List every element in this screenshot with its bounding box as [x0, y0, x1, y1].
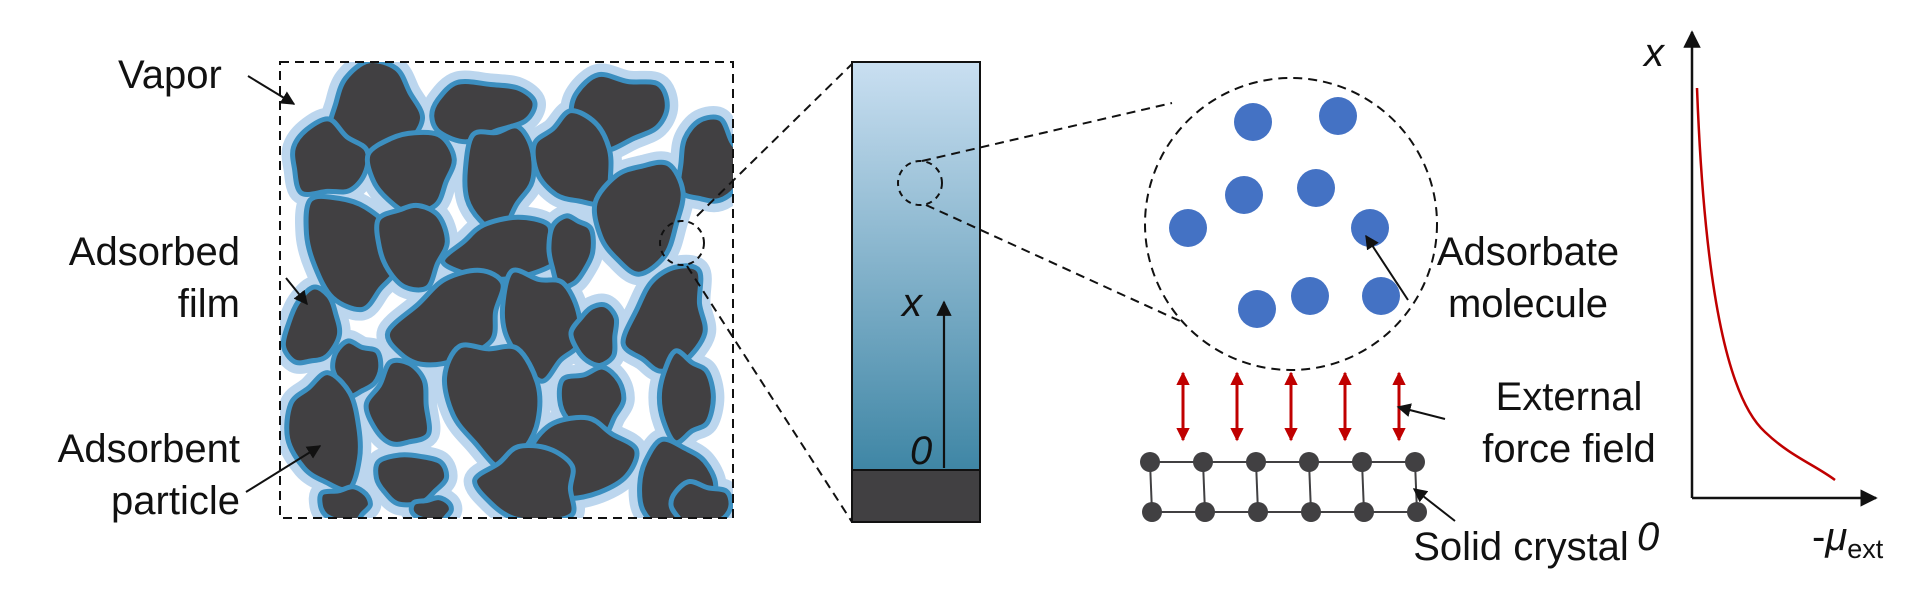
arrow-icon [247, 75, 296, 105]
porous-medium-frame [279, 61, 734, 519]
molecule-zoom-panel: Adsorbate molecule [1144, 77, 1619, 371]
label-vapor: Vapor [118, 53, 222, 97]
plot-x-label-prefix: - [1812, 515, 1825, 559]
adsorbent-particle [440, 214, 562, 282]
force-arrows-group [1176, 371, 1406, 442]
zoom-line [925, 204, 1181, 322]
lattice-node-icon [1195, 502, 1215, 522]
plot-origin-label: 0 [1637, 515, 1659, 559]
label-external-force-line1: External [1496, 375, 1643, 419]
column-axis-x-label: x [900, 281, 924, 325]
adsorbent-particle [317, 484, 373, 518]
molecule-zoom-circle [1144, 77, 1438, 371]
zoom-circle-column [897, 160, 943, 206]
label-adsorbate-molecule-line2: molecule [1448, 282, 1608, 326]
molecule-icon [1225, 176, 1263, 214]
adsorbent-particle [290, 116, 371, 197]
molecule-icon [1362, 277, 1400, 315]
plot-x-label-subscript: ext [1847, 534, 1884, 564]
zoom-line [696, 63, 853, 217]
adsorbent-particle [668, 478, 733, 518]
column-axis-origin-label: 0 [910, 429, 932, 473]
adsorbent-particle [364, 129, 457, 216]
lattice-node-icon [1354, 502, 1374, 522]
molecules-group [1169, 97, 1400, 328]
lattice-node-icon [1246, 452, 1266, 472]
lattice-node-icon [1405, 452, 1425, 472]
particle-packing [280, 62, 733, 518]
plot-curve [1695, 87, 1836, 482]
porous-medium-panel [279, 61, 734, 519]
adsorbent-particle [676, 114, 733, 204]
adsorbent-particle [472, 442, 577, 518]
molecule-icon [1291, 277, 1329, 315]
adsorbent-particle [441, 342, 543, 472]
label-adsorbate-molecule-line1: Adsorbate [1437, 230, 1619, 274]
label-adsorbent-particle-line1: Adsorbent [58, 427, 240, 471]
lattice-node-icon [1352, 452, 1372, 472]
adsorbent-particle [374, 202, 450, 293]
label-external-force-line2: force field [1482, 427, 1655, 471]
solid-crystal-lattice [1140, 452, 1427, 522]
label-adsorbed-film-line1: Adsorbed [69, 230, 240, 274]
lattice-node-icon [1301, 502, 1321, 522]
adsorbent-particle [408, 495, 454, 518]
molecule-icon [1297, 169, 1335, 207]
film-column-panel: x 0 [851, 61, 981, 523]
schematic-plot: x 0 -μext [1637, 30, 1884, 564]
adsorbent-particle [284, 370, 363, 493]
arrow-icon [1396, 403, 1446, 420]
substrate-block [851, 469, 981, 523]
film-column [851, 61, 981, 471]
molecule-icon [1234, 103, 1272, 141]
zoom-line [686, 265, 853, 523]
arrow-icon [285, 277, 308, 306]
adsorbent-particle [568, 302, 620, 368]
adsorbent-particle [280, 284, 343, 366]
adsorbent-particle [546, 213, 596, 291]
label-adsorbent-particle-line2: particle [111, 479, 240, 523]
adsorbent-particle [591, 159, 686, 277]
molecule-icon [1169, 209, 1207, 247]
adsorbent-particles [280, 62, 733, 518]
zoom-line [921, 102, 1173, 162]
molecule-icon [1319, 97, 1357, 135]
lattice-node-icon [1248, 502, 1268, 522]
lattice-node-icon [1140, 452, 1160, 472]
molecule-icon [1238, 290, 1276, 328]
plot-x-label-symbol: μ [1824, 515, 1847, 559]
label-adsorbed-film-line2: film [178, 282, 240, 326]
molecule-icon [1351, 209, 1389, 247]
arrow-icon [1365, 234, 1409, 301]
plot-x-axis-label: -μext [1812, 515, 1884, 564]
zoom-circle-pore [659, 220, 705, 266]
adsorbent-particle [656, 348, 716, 446]
arrow-icon [245, 445, 322, 493]
adsorbent-particle [363, 357, 432, 447]
lattice-node-icon [1407, 502, 1427, 522]
lattice-node-icon [1193, 452, 1213, 472]
adsorbent-particle [384, 267, 506, 368]
lattice-node-icon [1299, 452, 1319, 472]
label-solid-crystal: Solid crystal [1413, 525, 1629, 569]
lattice-node-icon [1142, 502, 1162, 522]
plot-y-axis-label: x [1642, 31, 1666, 75]
arrow-icon [1412, 488, 1456, 522]
crystal-panel: External force field Solid crystal [1140, 371, 1656, 569]
